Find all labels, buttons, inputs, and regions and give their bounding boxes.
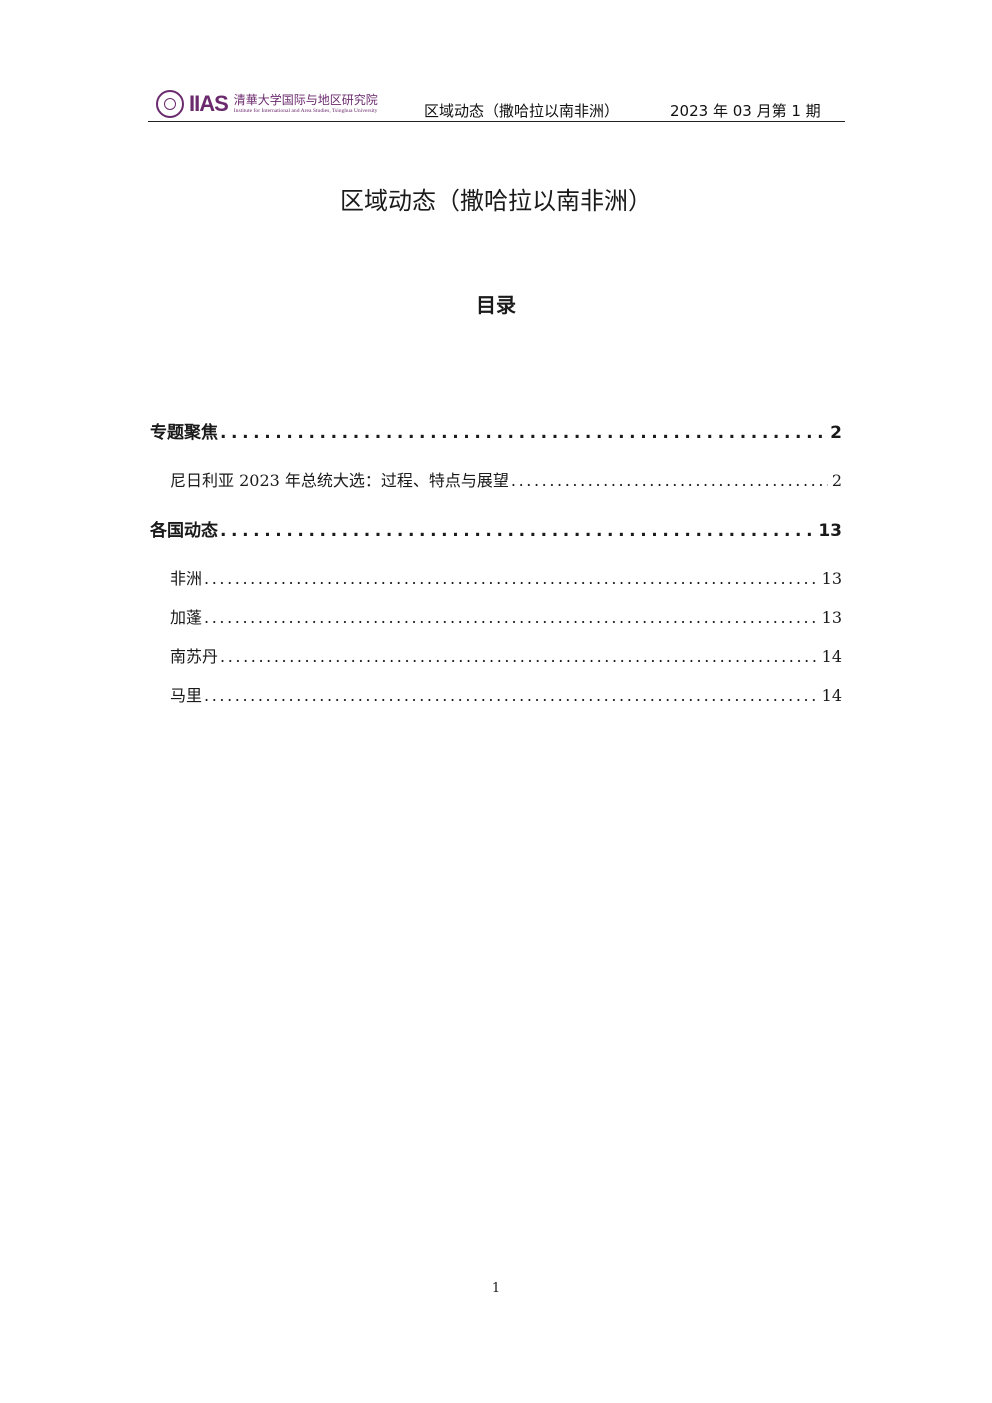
toc-leader: ........................................… bbox=[220, 423, 827, 443]
toc-leader: ........................................… bbox=[204, 686, 818, 705]
toc-leader: ........................................… bbox=[204, 569, 818, 588]
logo-en-name: Institute for International and Area Stu… bbox=[233, 108, 378, 114]
toc-entry-page: 14 bbox=[821, 686, 842, 705]
toc-entry-label: 非洲 bbox=[170, 569, 203, 588]
toc-entry-nigeria-election[interactable]: 尼日利亚 2023 年总统大选：过程、特点与展望 ...............… bbox=[170, 470, 842, 492]
toc-leader: ........................................… bbox=[220, 521, 814, 541]
toc-leader: ........................................… bbox=[510, 471, 828, 490]
toc-entry-page: 13 bbox=[818, 521, 842, 541]
toc-entry-label: 马里 bbox=[170, 686, 203, 705]
toc-entry-africa[interactable]: 非洲 .....................................… bbox=[170, 568, 842, 590]
header-issue: 2023 年 03 月第 1 期 bbox=[670, 102, 821, 120]
logo-mark: IIAS bbox=[189, 91, 229, 116]
tsinghua-seal-icon bbox=[156, 90, 184, 118]
iias-logo: IIAS 清華大学国际与地区研究院 Institute for Internat… bbox=[156, 88, 378, 120]
toc-entry-label: 加蓬 bbox=[170, 608, 203, 627]
toc-leader: ........................................… bbox=[220, 647, 818, 666]
toc-entry-south-sudan[interactable]: 南苏丹 ....................................… bbox=[170, 646, 842, 668]
toc-entry-page: 14 bbox=[821, 647, 842, 666]
toc-entry-topic-focus[interactable]: 专题聚焦 ...................................… bbox=[150, 421, 842, 445]
toc-entry-label: 各国动态 bbox=[150, 521, 218, 541]
document-title: 区域动态（撒哈拉以南非洲） bbox=[340, 187, 652, 215]
page-number: 1 bbox=[491, 1281, 501, 1296]
header-rule bbox=[148, 121, 845, 122]
toc-entry-gabon[interactable]: 加蓬 .....................................… bbox=[170, 607, 842, 629]
toc-entry-mali[interactable]: 马里 .....................................… bbox=[170, 685, 842, 707]
logo-cn-name: 清華大学国际与地区研究院 bbox=[233, 93, 378, 107]
page-header: IIAS 清華大学国际与地区研究院 Institute for Internat… bbox=[148, 86, 845, 122]
toc-entry-page: 13 bbox=[821, 608, 842, 627]
toc-entry-page: 2 bbox=[831, 471, 842, 490]
toc-entry-page: 2 bbox=[830, 423, 842, 443]
toc-entry-label: 专题聚焦 bbox=[150, 423, 218, 443]
toc-entry-label: 南苏丹 bbox=[170, 647, 219, 666]
toc-leader: ........................................… bbox=[204, 608, 818, 627]
toc-entry-page: 13 bbox=[821, 569, 842, 588]
toc-entry-country-news[interactable]: 各国动态 ...................................… bbox=[150, 519, 842, 543]
toc-entry-label: 尼日利亚 2023 年总统大选：过程、特点与展望 bbox=[170, 471, 509, 490]
header-publication: 区域动态（撒哈拉以南非洲） bbox=[424, 102, 620, 120]
toc-heading: 目录 bbox=[476, 293, 516, 317]
logo-text: 清華大学国际与地区研究院 Institute for International… bbox=[234, 93, 378, 115]
